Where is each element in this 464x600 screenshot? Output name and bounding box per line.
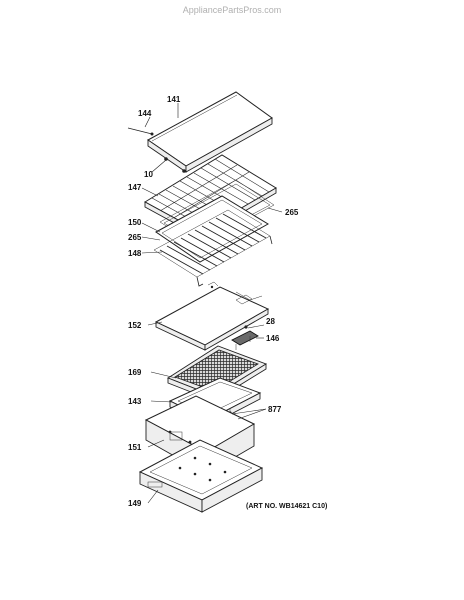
callout-10: 10	[144, 170, 153, 179]
part-10-screws	[164, 157, 186, 173]
part-152-pan	[154, 286, 270, 351]
callout-152: 152	[128, 321, 142, 330]
callout-150: 150	[128, 218, 142, 227]
part-146-terminal-block	[231, 325, 259, 350]
part-141-cover-plate	[147, 91, 273, 173]
site-watermark-title: AppliancePartsPros.com	[182, 5, 282, 15]
callout-265-lower: 265	[128, 233, 142, 242]
part-terminal-bracket	[207, 281, 219, 289]
callout-143: 143	[128, 397, 142, 406]
part-149-chassis-pan	[138, 439, 264, 513]
callout-146: 146	[266, 334, 280, 343]
callout-144: 144	[138, 109, 152, 118]
callout-265-upper: 265	[285, 208, 299, 217]
callout-877: 877	[268, 405, 282, 414]
callout-149: 149	[128, 499, 142, 508]
callout-169: 169	[128, 368, 142, 377]
callout-148: 148	[128, 249, 142, 258]
art-number: (ART NO. WB14621 C10)	[246, 503, 327, 510]
callout-141: 141	[167, 95, 181, 104]
callout-151: 151	[128, 443, 142, 452]
part-144-pin	[127, 127, 154, 136]
leader-lines	[141, 103, 283, 504]
callout-147: 147	[128, 183, 142, 192]
callout-28: 28	[266, 317, 275, 326]
part-148-heating-element	[153, 209, 273, 287]
